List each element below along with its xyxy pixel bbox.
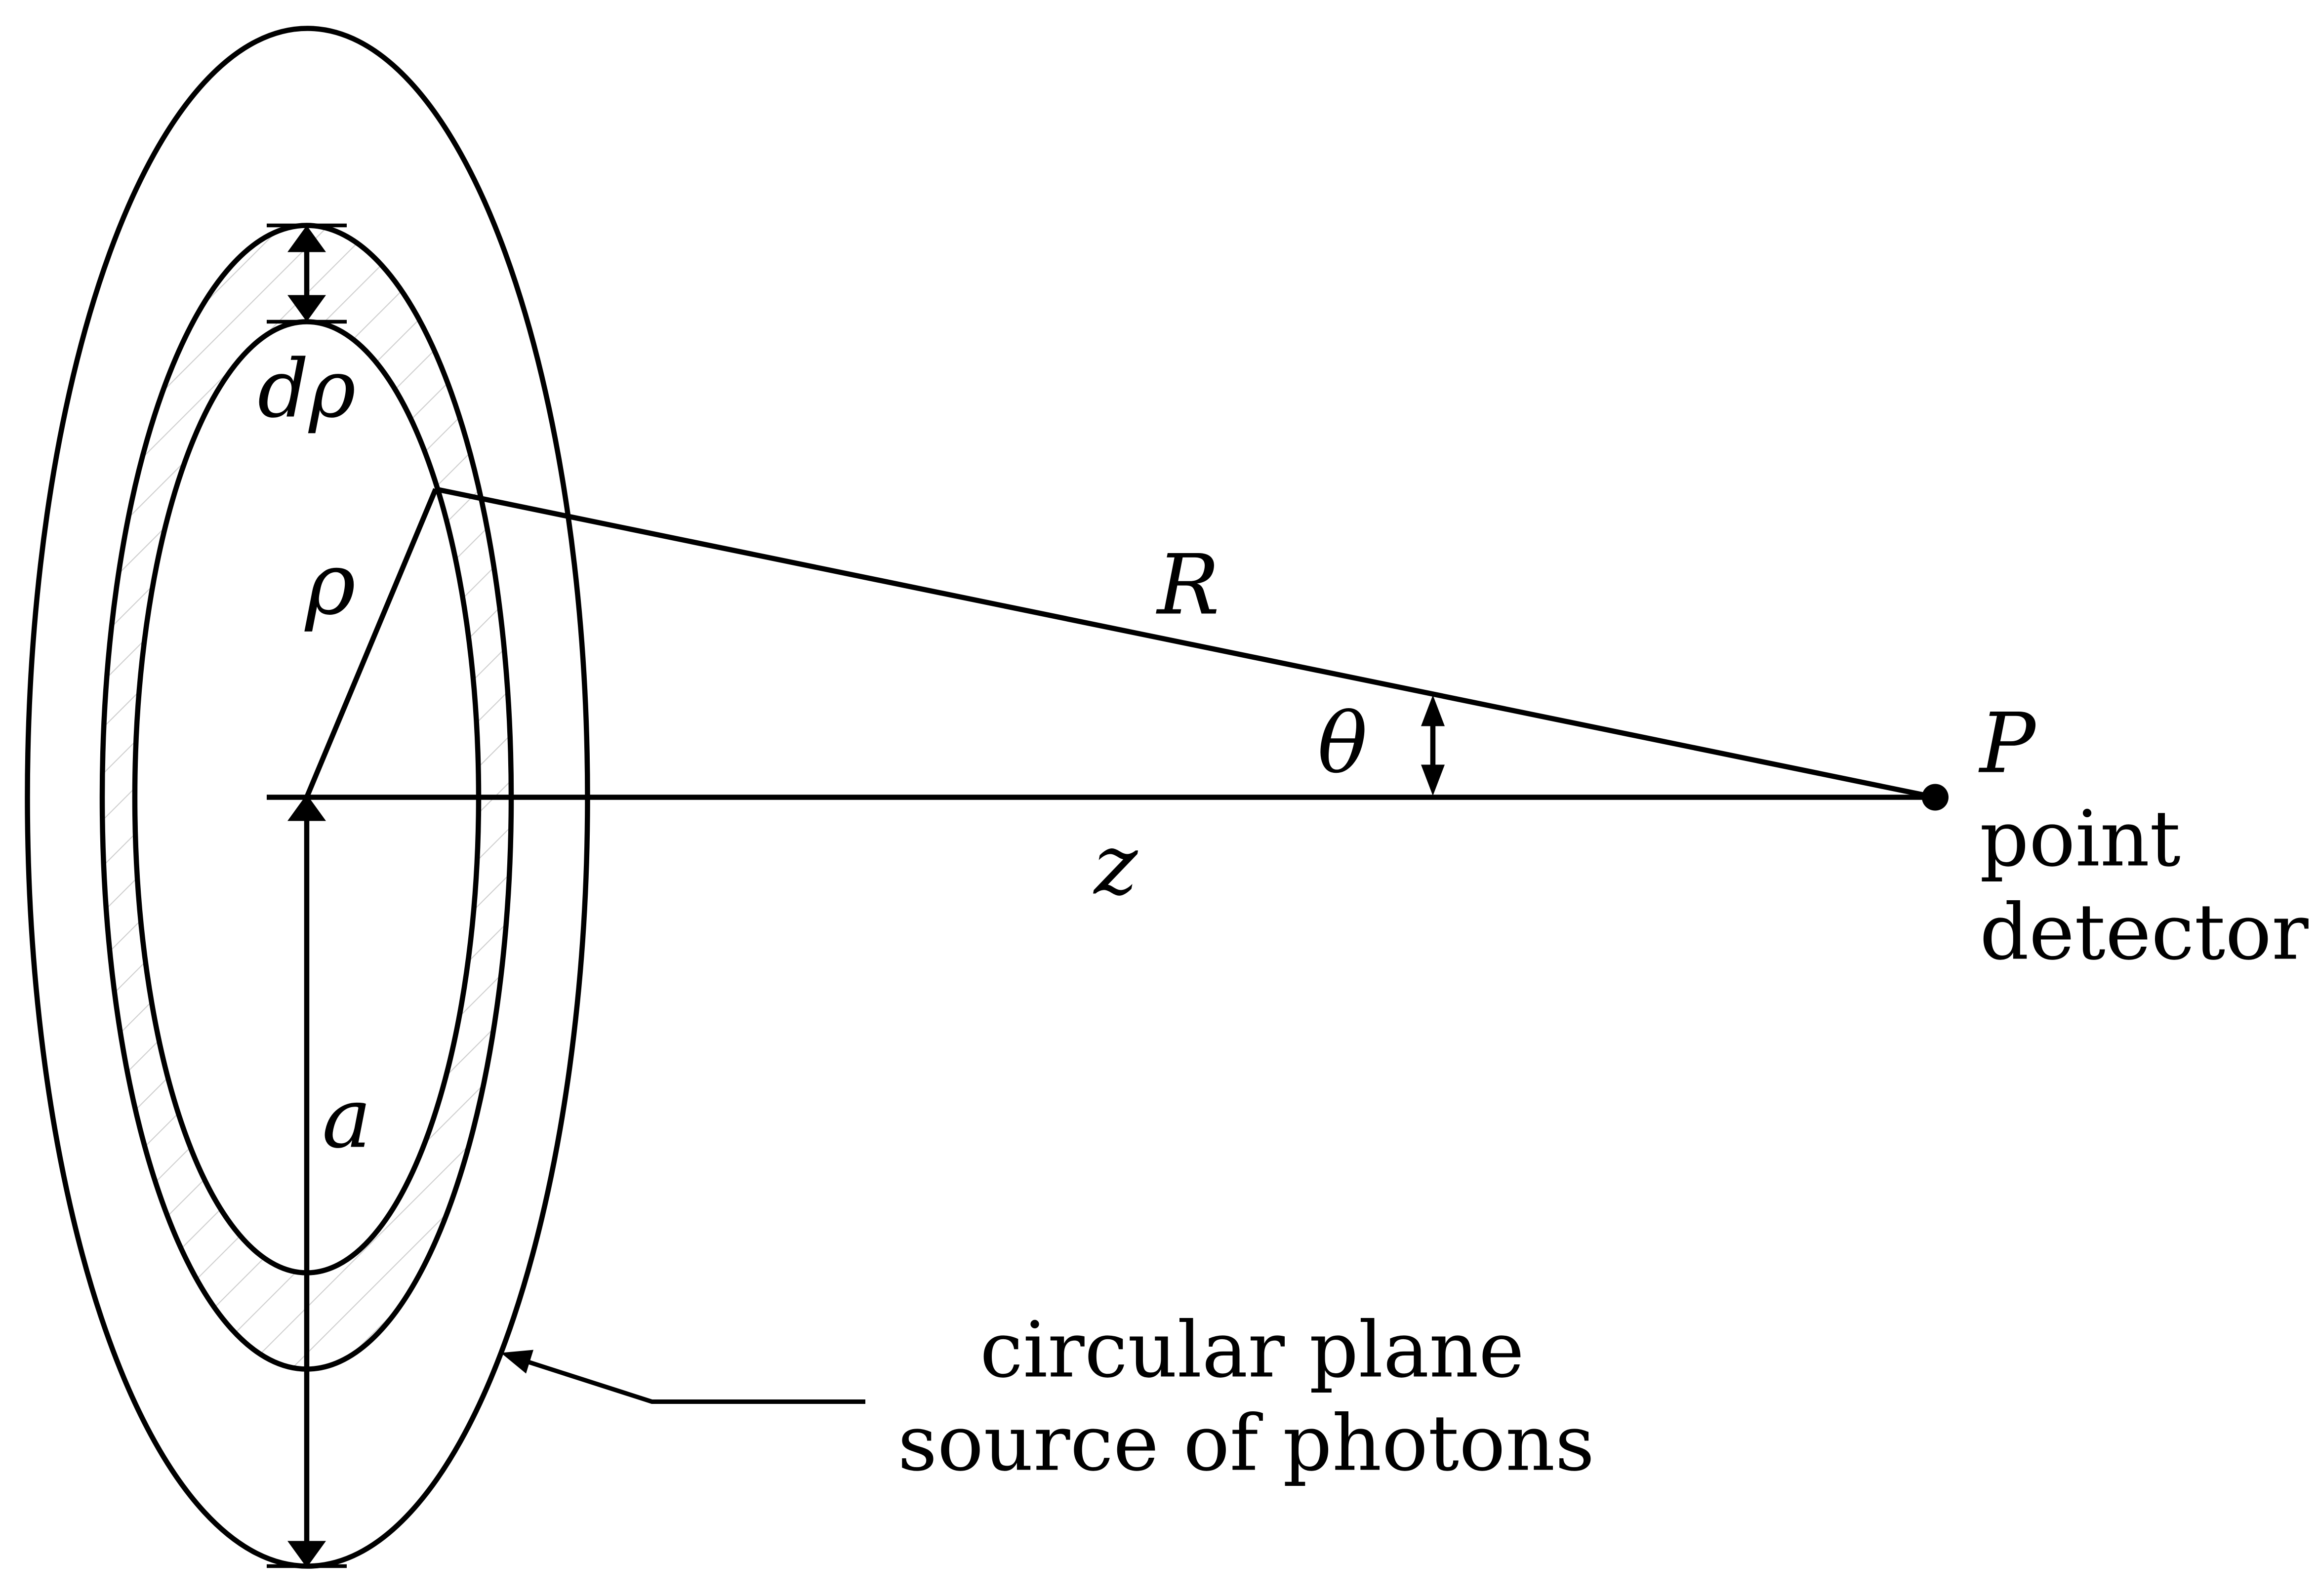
label-P: P — [1978, 695, 2037, 792]
radius-rho — [304, 488, 438, 798]
label-z: z — [1093, 817, 1138, 914]
detector-label-line2: detector — [1980, 887, 2309, 977]
detector-label-line1: point — [1980, 794, 2181, 884]
ray-R — [435, 486, 1936, 800]
label-d-rho: dρ — [258, 343, 356, 436]
label-a: a — [322, 1070, 371, 1167]
a-arrow-down-icon — [287, 1541, 326, 1568]
source-label-line2: source of photons — [898, 1398, 1595, 1488]
source-leader-arrow-icon — [501, 1350, 533, 1374]
theta-arrow-down-icon — [1421, 764, 1445, 796]
theta-arrow-up-icon — [1421, 695, 1445, 726]
source-label-line1: circular plane — [980, 1305, 1524, 1395]
label-rho: ρ — [304, 534, 356, 635]
a-arrow-up-icon — [287, 794, 326, 821]
source-leader-line — [527, 1359, 865, 1404]
drho-arrow-down-icon — [287, 295, 326, 322]
label-theta: θ — [1317, 695, 1367, 792]
drho-arrow-up-icon — [287, 225, 326, 252]
label-R: R — [1156, 537, 1220, 634]
detector-point — [1922, 784, 1949, 811]
